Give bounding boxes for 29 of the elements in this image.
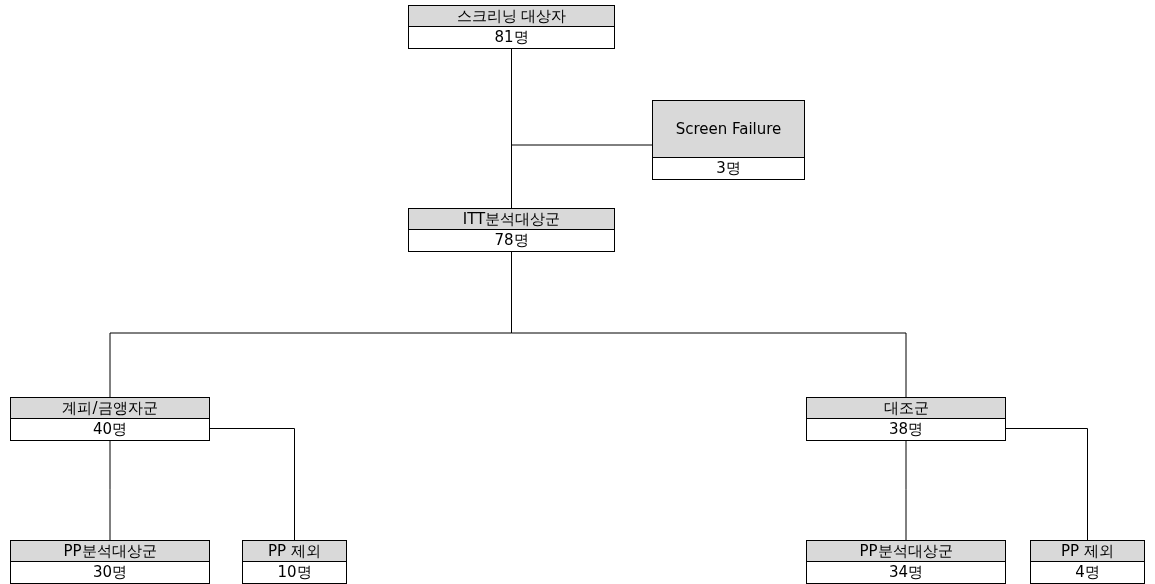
box-heading: Screen Failure xyxy=(653,101,804,158)
box-heading: 대조군 xyxy=(807,398,1005,419)
flow-box xyxy=(806,540,1006,584)
count-text: 81명 xyxy=(493,27,530,48)
count-text: 10명 xyxy=(276,562,313,583)
flow-box xyxy=(408,208,615,252)
flow-box xyxy=(10,397,210,441)
box-heading: PP분석대상군 xyxy=(11,541,209,562)
connector-line xyxy=(209,428,295,541)
box-heading: PP 제외 xyxy=(1031,541,1144,562)
box-heading: PP분석대상군 xyxy=(807,541,1005,562)
flow-box xyxy=(408,5,615,49)
box-heading: ITT분석대상군 xyxy=(409,209,614,230)
flow-box xyxy=(242,540,347,584)
flow-box xyxy=(10,540,210,584)
count-text: 34명 xyxy=(887,562,925,583)
count-text: 4명 xyxy=(1074,562,1101,583)
box-heading: 계피/금앵자군 xyxy=(11,398,209,419)
box-heading: PP 제외 xyxy=(243,541,346,562)
flow-box xyxy=(806,397,1006,441)
count-text: 40명 xyxy=(91,419,129,440)
count-text: 38명 xyxy=(887,419,925,440)
flow-box xyxy=(652,100,805,180)
connector-line xyxy=(1005,428,1088,541)
count-text: 78명 xyxy=(493,230,530,251)
flow-box xyxy=(1030,540,1145,584)
count-text: 3명 xyxy=(715,158,742,179)
count-text: 30명 xyxy=(91,562,129,583)
box-heading: 스크리닝 대상자 xyxy=(409,6,614,27)
